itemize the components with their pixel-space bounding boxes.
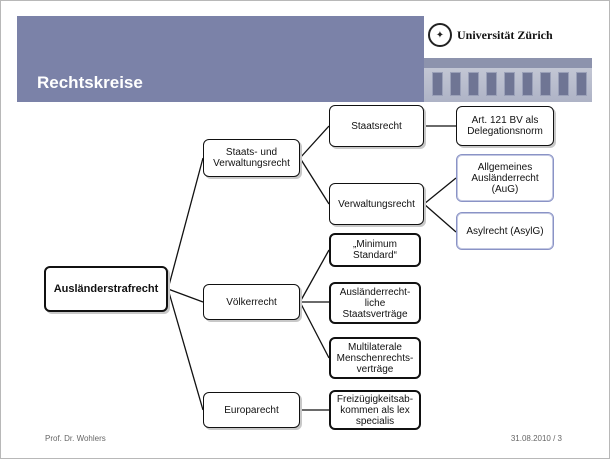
node-verwaltungsrecht: Verwaltungsrecht — [329, 183, 424, 225]
connector-verwaltung-asylg — [423, 203, 457, 233]
footer-author: Prof. Dr. Wohlers — [45, 434, 106, 443]
footer-date-page: 31.08.2010 / 3 — [510, 434, 562, 443]
connector-verwaltung-aug — [423, 177, 457, 205]
university-name: Universität Zürich — [457, 27, 553, 42]
node-asylrecht: Asylrecht (AsylG) — [456, 212, 554, 250]
connector-root-voelker — [167, 288, 204, 303]
node-voelkerrecht: Völkerrecht — [203, 284, 300, 320]
node-staats-verwaltungsrecht: Staats- und Verwaltungsrecht — [203, 139, 300, 177]
connector-staats-verwaltung — [299, 157, 330, 205]
slide-header: ✦ Universität Zürich — [17, 16, 592, 102]
university-logo: ✦ Universität Zürich — [428, 20, 553, 50]
node-multilaterale-menschenrechtsvertraege: Multilaterale Menschenrechts- verträge — [329, 337, 421, 379]
node-auslaenderstrafrecht: Ausländerstrafrecht — [44, 266, 168, 312]
university-banner: ✦ Universität Zürich — [424, 16, 592, 102]
node-europarecht: Europarecht — [203, 392, 300, 428]
slide-title: Rechtskreise — [37, 73, 143, 92]
node-allgemeines-auslaenderrecht: Allgemeines Ausländerrecht (AuG) — [456, 154, 554, 202]
university-seal-icon: ✦ — [428, 23, 452, 47]
building-photo — [424, 58, 592, 102]
node-freizuegigkeitsabkommen: Freizügigkeitsab- kommen als lex special… — [329, 390, 421, 430]
connector-staats-staatsrecht — [299, 125, 330, 159]
connector-root-europa — [167, 288, 204, 411]
connector-voelker-multilaterale — [299, 301, 330, 359]
node-art121-bv: Art. 121 BV als Delegationsnorm — [456, 106, 554, 146]
node-auslaenderrechtliche-staatsvertraege: Ausländerrecht- liche Staatsverträge — [329, 282, 421, 324]
connector-root-staats — [167, 157, 204, 290]
node-minimum-standard: „Minimum Standard“ — [329, 233, 421, 267]
node-staatsrecht: Staatsrecht — [329, 105, 424, 147]
connector-voelker-minimum — [299, 249, 330, 303]
